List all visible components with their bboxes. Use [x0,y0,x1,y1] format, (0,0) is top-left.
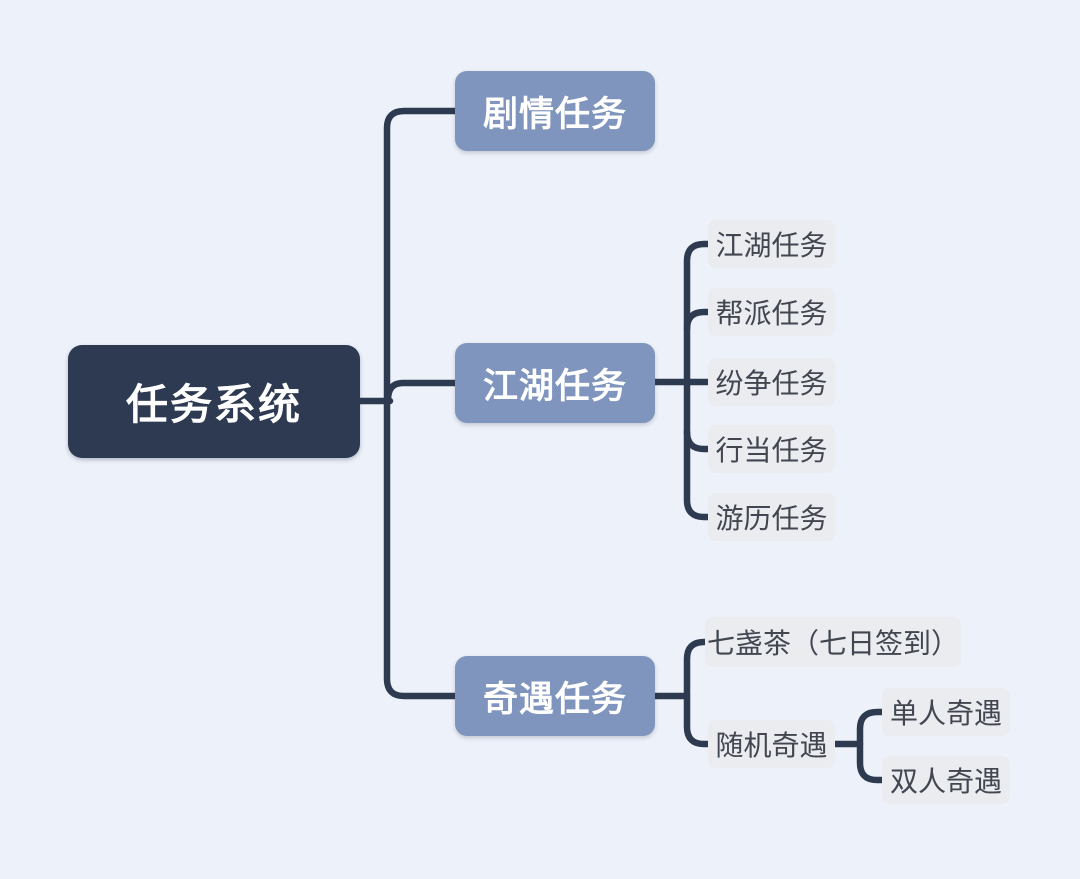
leaf-gang-task[interactable]: 帮派任务 [708,288,835,336]
node-random-adventure[interactable]: 随机奇遇 [708,720,835,768]
leaf-double-adventure[interactable]: 双人奇遇 [882,756,1010,804]
leaf-dispute-task[interactable]: 纷争任务 [708,358,835,406]
leaf-profession-task[interactable]: 行当任务 [708,425,835,473]
leaf-single-adventure[interactable]: 单人奇遇 [882,688,1010,736]
connector-random-children-spine [856,708,888,784]
connector-trunk [383,107,459,700]
connector-gang-elbow [683,308,714,333]
connector-jianghu-children-spine [683,240,714,521]
root-node-task-system[interactable]: 任务系统 [68,345,360,458]
branch-adventure-tasks[interactable]: 奇遇任务 [455,656,655,736]
branch-jianghu-tasks[interactable]: 江湖任务 [455,343,655,423]
connector-jianghu-elbow [384,379,459,404]
leaf-jianghu-task[interactable]: 江湖任务 [708,220,835,268]
leaf-seven-cups-tea[interactable]: 七盏茶（七日签到） [705,617,961,667]
connector-adventure-children-spine [683,638,714,748]
connector-profession-elbow [683,428,714,453]
branch-story-tasks[interactable]: 剧情任务 [455,71,655,151]
leaf-travel-task[interactable]: 游历任务 [708,493,835,541]
